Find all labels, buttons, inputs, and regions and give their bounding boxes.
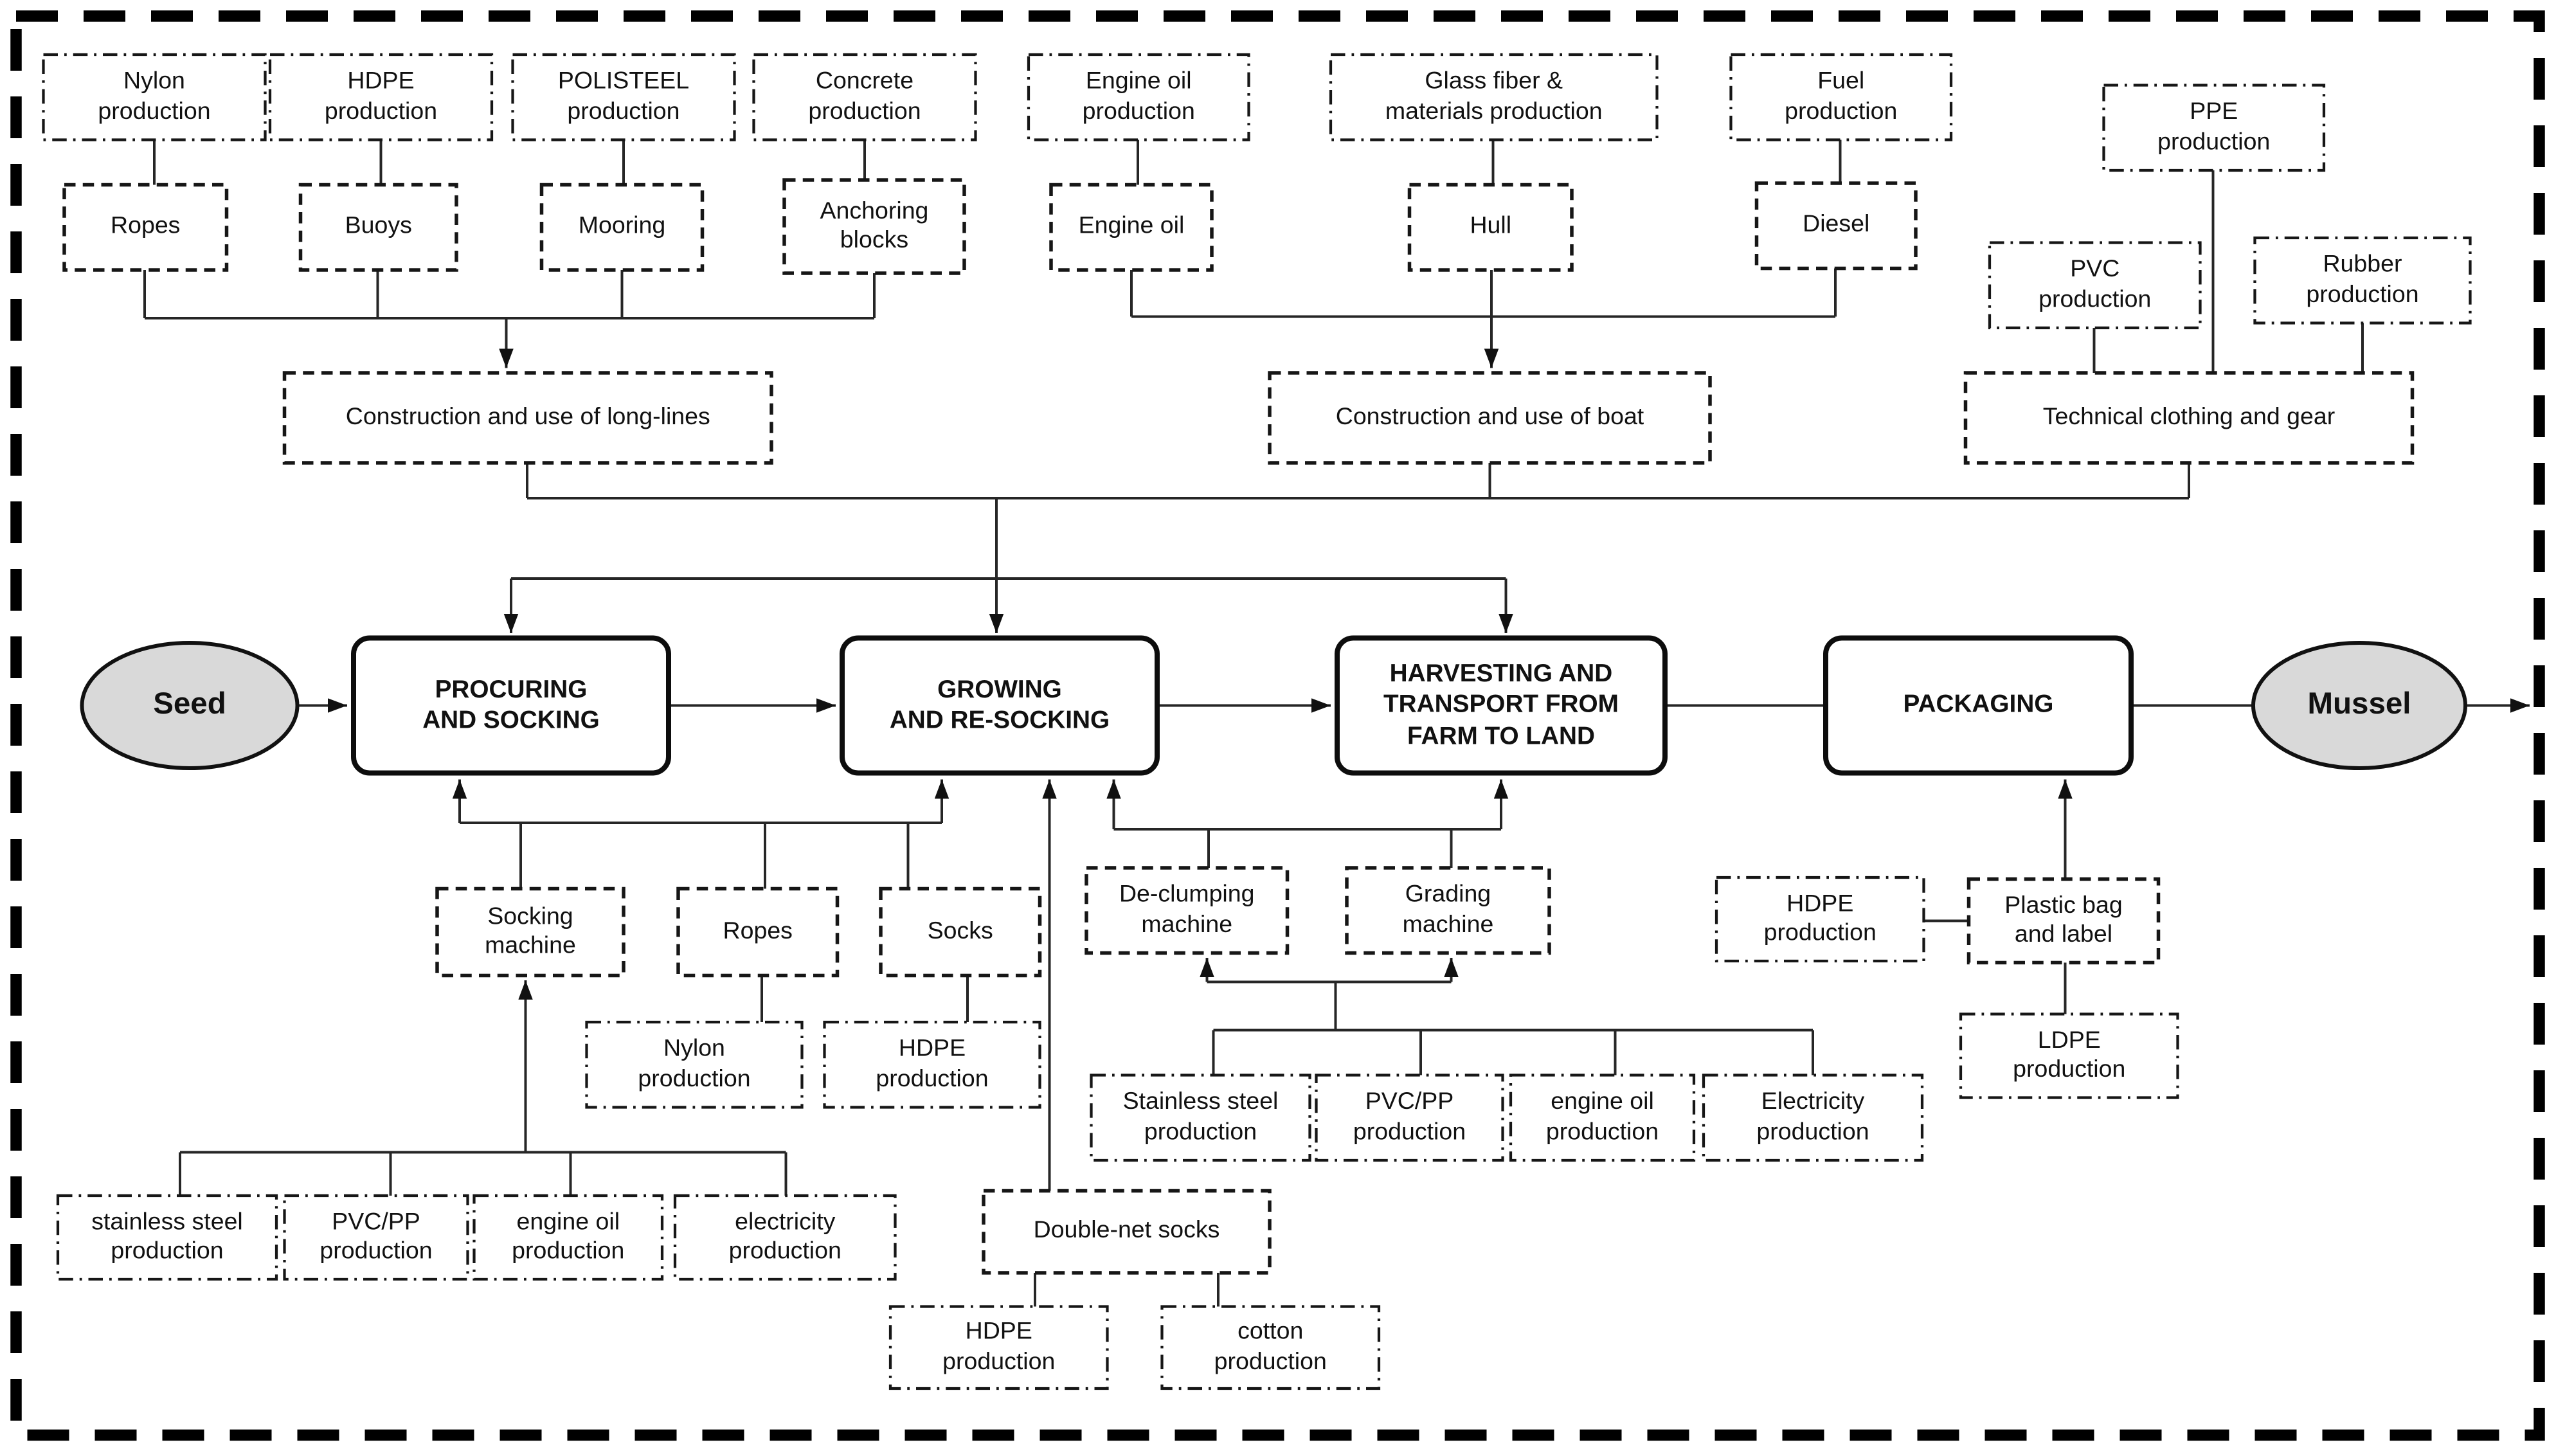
box-electricity-production-lower: [673, 1194, 897, 1281]
box-growing-and-resocking: [840, 635, 1160, 776]
box-nylon-production-1: [42, 53, 267, 141]
box-seed: [80, 641, 300, 770]
box-diesel: [1754, 181, 1918, 271]
box-mussel: [2251, 641, 2467, 770]
box-technical-clothing: [1963, 371, 2415, 465]
box-hdpe-production-2: [823, 1020, 1041, 1109]
box-engine-oil-production-upper: [1509, 1074, 1696, 1162]
box-ropes-1: [62, 183, 229, 272]
box-ldpe-production: [1959, 1012, 2179, 1099]
box-socks: [879, 886, 1042, 978]
box-mooring: [539, 183, 705, 272]
box-socking-machine: [435, 886, 626, 978]
box-concrete-production: [752, 53, 977, 141]
box-hdpe-production-3: [888, 1305, 1109, 1390]
box-packaging: [1823, 635, 2134, 776]
box-ropes-2: [676, 886, 840, 978]
system-boundary-border: [10, 10, 2545, 1441]
box-cotton-production: [1160, 1305, 1381, 1390]
box-de-clumping-machine: [1084, 866, 1290, 955]
box-pvc-pp-production-lower: [283, 1194, 469, 1281]
box-construction-long-lines: [282, 371, 773, 465]
box-nylon-production-2: [585, 1020, 804, 1109]
box-anchoring-blocks: [782, 178, 966, 275]
box-electricity-production-upper: [1702, 1074, 1924, 1162]
box-fuel-production: [1729, 53, 1953, 141]
box-buoys: [298, 183, 458, 272]
box-polisteel-production: [511, 53, 736, 141]
box-pvc-production: [1988, 241, 2202, 330]
box-hdpe-production-1: [268, 53, 494, 141]
box-engine-oil: [1049, 183, 1214, 272]
box-construction-boat: [1268, 371, 1712, 465]
box-hdpe-production-4: [1715, 876, 1925, 963]
box-grading-machine: [1345, 866, 1551, 955]
box-rubber-production: [2253, 236, 2472, 325]
box-ppe-production: [2102, 84, 2326, 172]
box-procuring-and-socking: [351, 635, 671, 776]
box-hull: [1407, 183, 1574, 272]
box-stainless-steel-production-lower: [56, 1194, 278, 1281]
box-double-net-socks: [982, 1189, 1272, 1275]
box-glass-fiber-production: [1329, 53, 1659, 141]
box-engine-oil-production-1: [1027, 53, 1250, 141]
box-stainless-steel-production-upper: [1090, 1074, 1311, 1162]
box-harvesting-transport: [1335, 635, 1668, 776]
box-plastic-bag-label: [1967, 877, 2161, 965]
box-engine-oil-production-lower: [473, 1194, 664, 1281]
box-pvc-pp-production-upper: [1315, 1074, 1504, 1162]
